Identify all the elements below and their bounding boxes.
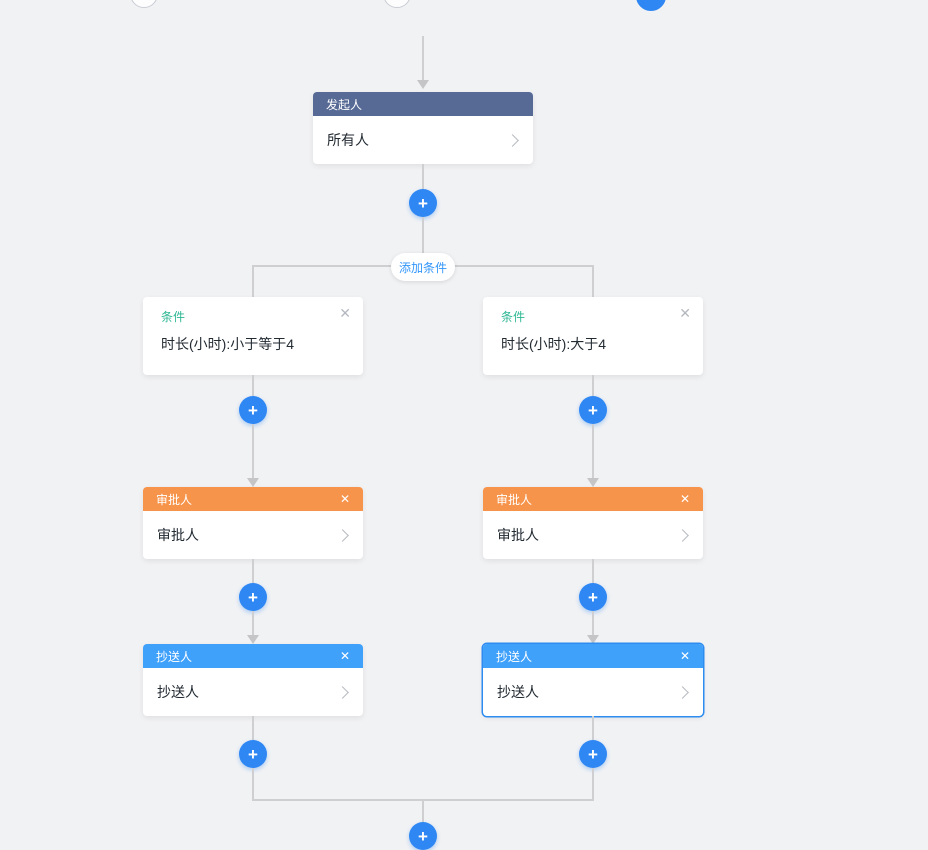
workflow-canvas: 发起人 所有人 + 添加条件 条件 ✕ 时长(小时):小于等于4 条件 ✕ 时长… <box>130 0 703 850</box>
cc-node-right-selected[interactable]: 抄送人 ✕ 抄送人 <box>483 644 703 716</box>
chevron-right-icon <box>676 685 689 699</box>
add-condition-button[interactable]: 添加条件 <box>391 253 455 281</box>
cc-node-header: 抄送人 ✕ <box>143 644 363 668</box>
connector-line <box>252 375 254 396</box>
condition-expression: 时长(小时):小于等于4 <box>161 336 294 352</box>
plus-icon: + <box>248 400 258 420</box>
add-node-button[interactable]: + <box>239 740 267 768</box>
start-node-title: 发起人 <box>326 97 363 112</box>
arrow-down-icon <box>247 478 259 487</box>
condition-node-right[interactable]: 条件 ✕ 时长(小时):大于4 <box>483 297 703 375</box>
chevron-right-icon <box>336 685 349 699</box>
plus-icon: + <box>248 744 258 764</box>
close-icon[interactable]: ✕ <box>339 649 350 663</box>
connector-line <box>252 716 254 740</box>
add-node-button[interactable]: + <box>239 396 267 424</box>
step-indicator-3-active[interactable] <box>636 0 666 11</box>
cc-node-value: 抄送人 <box>157 684 199 700</box>
connector-line <box>592 265 594 297</box>
approver-node-header: 审批人 ✕ <box>143 487 363 511</box>
close-icon[interactable]: ✕ <box>679 492 690 506</box>
step-indicator-1[interactable] <box>130 0 158 8</box>
close-icon[interactable]: ✕ <box>679 649 690 663</box>
connector-line <box>252 559 254 583</box>
add-node-button[interactable]: + <box>579 740 607 768</box>
connector-line <box>422 801 424 826</box>
arrow-down-icon <box>587 478 599 487</box>
step-indicator-2[interactable] <box>383 0 411 8</box>
connector-line <box>422 217 424 266</box>
arrow-down-icon <box>247 635 259 644</box>
approver-node-title: 审批人 <box>156 492 193 507</box>
approver-node-value: 审批人 <box>497 527 539 543</box>
connector-line <box>592 768 594 801</box>
cc-node-left[interactable]: 抄送人 ✕ 抄送人 <box>143 644 363 716</box>
add-node-button[interactable]: + <box>409 822 437 850</box>
plus-icon: + <box>418 826 428 846</box>
close-icon[interactable]: ✕ <box>679 305 691 321</box>
connector-line <box>252 265 254 297</box>
branch-merge-line <box>252 799 594 801</box>
connector-line <box>252 611 254 635</box>
add-node-button[interactable]: + <box>579 396 607 424</box>
approver-node-left[interactable]: 审批人 ✕ 审批人 <box>143 487 363 559</box>
chevron-right-icon <box>676 528 689 542</box>
connector-line <box>592 611 594 635</box>
add-condition-label: 添加条件 <box>398 260 447 275</box>
start-node-header: 发起人 <box>313 92 533 116</box>
arrow-down-icon <box>587 635 599 644</box>
start-node-value: 所有人 <box>327 132 369 148</box>
connector-line <box>592 559 594 583</box>
plus-icon: + <box>248 587 258 607</box>
connector-line <box>422 36 424 80</box>
plus-icon: + <box>418 193 428 213</box>
connector-line <box>422 164 424 189</box>
condition-node-left[interactable]: 条件 ✕ 时长(小时):小于等于4 <box>143 297 363 375</box>
plus-icon: + <box>588 744 598 764</box>
connector-line <box>252 768 254 801</box>
approver-node-body[interactable]: 审批人 <box>143 511 363 559</box>
connector-line <box>592 375 594 396</box>
condition-expression: 时长(小时):大于4 <box>501 336 606 352</box>
chevron-right-icon <box>336 528 349 542</box>
start-node-body[interactable]: 所有人 <box>313 116 533 164</box>
plus-icon: + <box>588 400 598 420</box>
add-node-button[interactable]: + <box>239 583 267 611</box>
condition-node-top: 条件 ✕ <box>483 297 703 325</box>
cc-node-title: 抄送人 <box>156 649 193 664</box>
cc-node-value: 抄送人 <box>497 684 539 700</box>
add-node-button[interactable]: + <box>579 583 607 611</box>
condition-node-top: 条件 ✕ <box>143 297 363 325</box>
add-node-button[interactable]: + <box>409 189 437 217</box>
cc-node-body[interactable]: 抄送人 <box>143 668 363 716</box>
approver-node-header: 审批人 ✕ <box>483 487 703 511</box>
approver-node-body[interactable]: 审批人 <box>483 511 703 559</box>
plus-icon: + <box>588 587 598 607</box>
close-icon[interactable]: ✕ <box>339 492 350 506</box>
approver-node-title: 审批人 <box>496 492 533 507</box>
cc-node-title: 抄送人 <box>496 649 533 664</box>
connector-line <box>592 424 594 478</box>
connector-line <box>252 424 254 478</box>
arrow-down-icon <box>417 80 429 89</box>
start-node[interactable]: 发起人 所有人 <box>313 92 533 164</box>
chevron-right-icon <box>506 133 519 147</box>
cc-node-header: 抄送人 ✕ <box>483 644 703 668</box>
approver-node-right[interactable]: 审批人 ✕ 审批人 <box>483 487 703 559</box>
connector-line <box>592 716 594 740</box>
condition-node-label: 条件 <box>501 310 526 324</box>
cc-node-body[interactable]: 抄送人 <box>483 668 703 716</box>
close-icon[interactable]: ✕ <box>339 305 351 321</box>
approver-node-value: 审批人 <box>157 527 199 543</box>
condition-node-label: 条件 <box>161 310 186 324</box>
